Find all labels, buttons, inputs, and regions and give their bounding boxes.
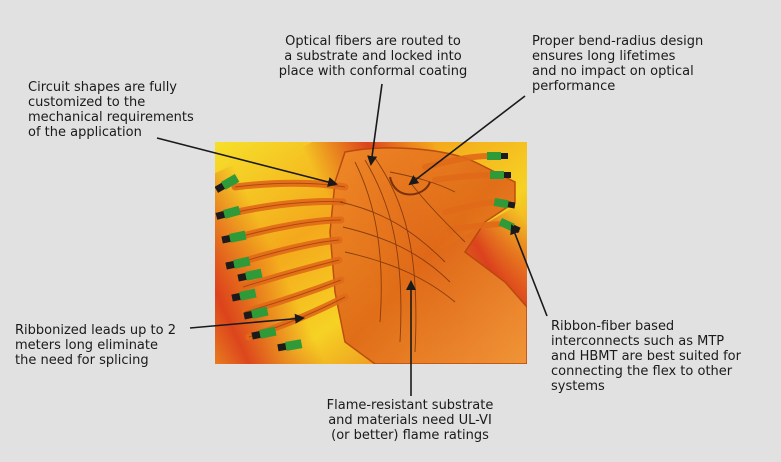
callout-line: interconnects such as MTP	[551, 334, 725, 349]
callout-line: a substrate and locked into	[284, 49, 462, 64]
callout-line: of the application	[28, 125, 142, 140]
callout-line: Circuit shapes are fully	[28, 80, 177, 95]
callout-ribbonized-leads: Ribbonized leads up to 2 meters long eli…	[15, 323, 176, 368]
callout-line: customized to the	[28, 95, 146, 110]
callout-line: meters long eliminate	[15, 338, 158, 353]
callout-flame-resistant: Flame-resistant substrate and materials …	[310, 398, 510, 443]
callout-line: and materials need UL-VI	[328, 413, 492, 428]
callout-line: ensures long lifetimes	[532, 49, 676, 64]
callout-line: Flame-resistant substrate	[326, 398, 494, 413]
arrow-ribbonized-leads	[189, 313, 305, 329]
optical-fiber-routing	[339, 157, 466, 353]
flex-circuit-photo	[215, 142, 527, 364]
callout-line: and no impact on optical	[532, 64, 694, 79]
callout-line: the need for splicing	[15, 353, 149, 368]
photo-red-stripe	[215, 164, 344, 364]
callout-line: mechanical requirements	[28, 110, 194, 125]
ribbon-connectors-left	[215, 174, 303, 352]
arrow-circuit-shapes	[156, 137, 338, 187]
callout-line: and HBMT are best suited for	[551, 349, 741, 364]
callout-line: Proper bend-radius design	[532, 34, 704, 49]
arrow-ribbon-fiber	[510, 224, 548, 317]
callout-line: connecting the flex to other	[551, 364, 733, 379]
bend-radius-loop	[389, 176, 431, 196]
arrow-bend-radius	[408, 95, 526, 186]
callout-bend-radius: Proper bend-radius design ensures long l…	[532, 34, 703, 94]
callout-line: (or better) flame ratings	[331, 428, 489, 443]
callout-line: place with conformal coating	[278, 64, 468, 79]
callout-line: systems	[551, 379, 605, 394]
callout-ribbon-fiber: Ribbon-fiber based interconnects such as…	[551, 319, 741, 394]
callout-line: Ribbonized leads up to 2	[15, 323, 176, 338]
callout-circuit-shapes: Circuit shapes are fully customized to t…	[28, 80, 194, 140]
arrow-optical-fibers	[367, 83, 383, 166]
callout-line: performance	[532, 79, 616, 94]
callout-line: Optical fibers are routed to	[285, 34, 461, 49]
callout-line: Ribbon-fiber based	[551, 319, 675, 334]
callout-optical-fibers: Optical fibers are routed to a substrate…	[265, 34, 481, 79]
